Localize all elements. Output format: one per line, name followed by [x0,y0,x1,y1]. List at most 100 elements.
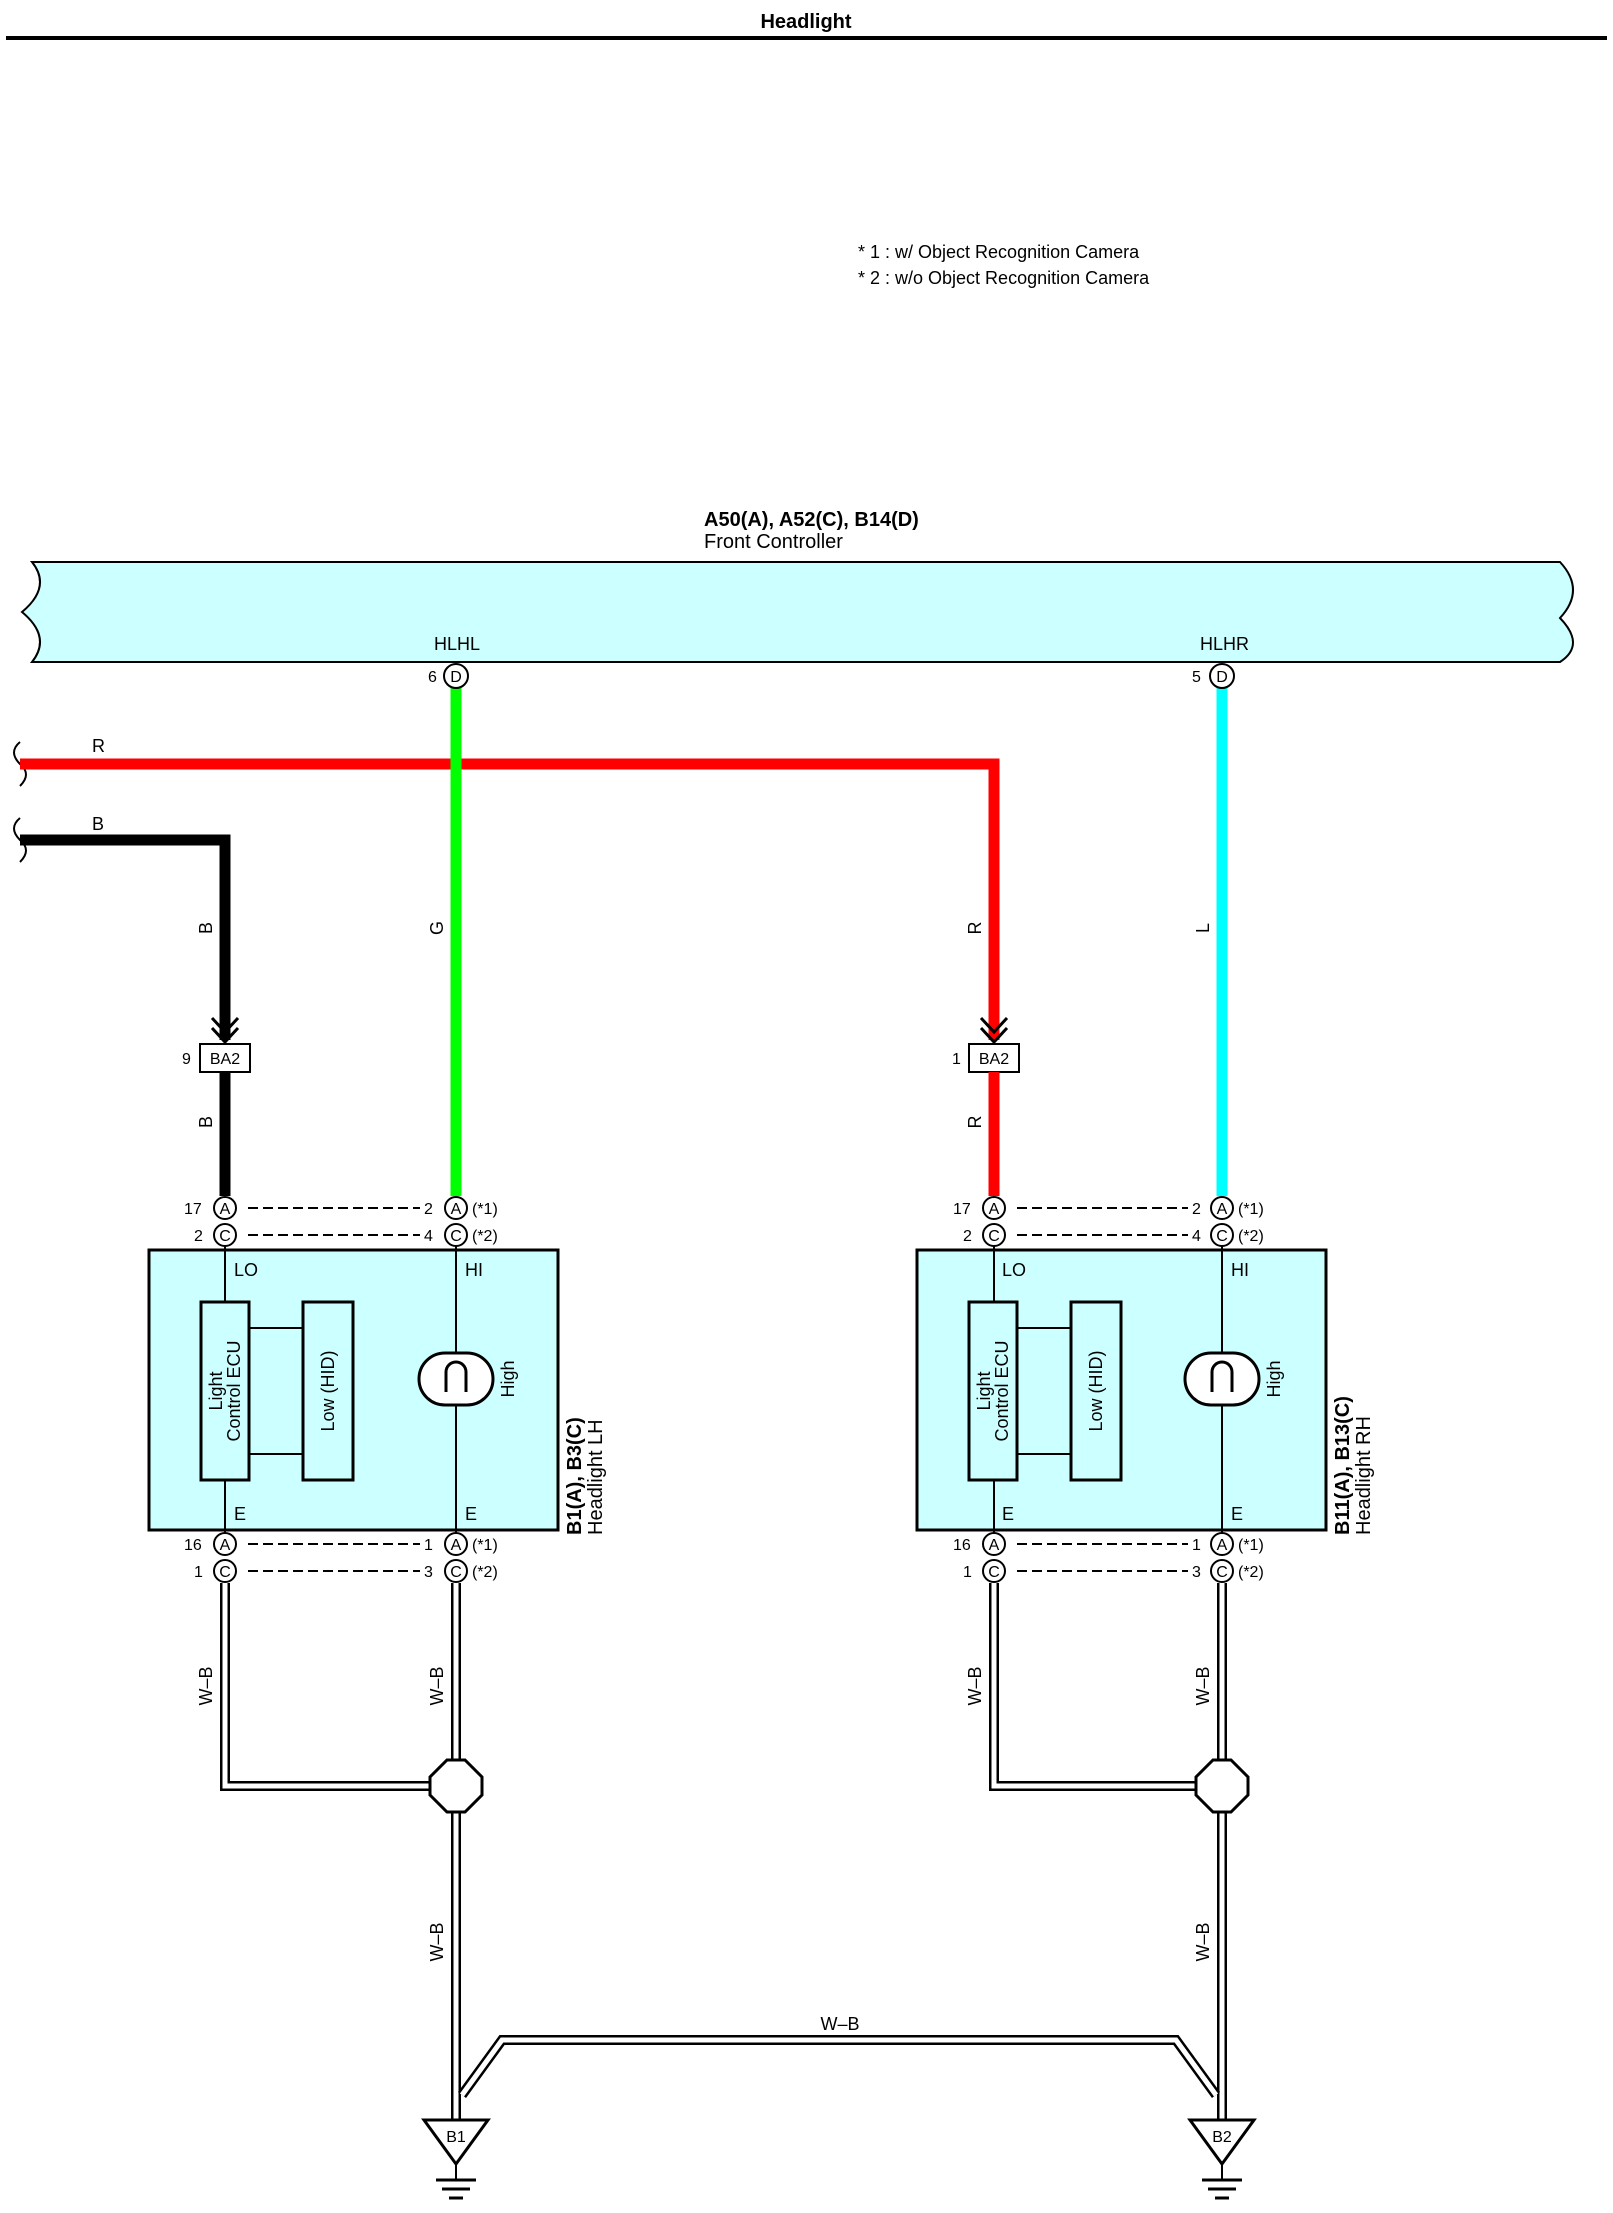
terminal-hlhr-label: HLHR [1200,634,1249,654]
wire-g-label: G [427,921,447,935]
pin-number: 5 [1192,669,1201,686]
conn-letter: C [1216,1564,1228,1581]
high-label: High [1264,1360,1284,1397]
wire-r-label-upper: R [965,922,985,935]
ecu-label-2: Control ECU [992,1340,1012,1441]
lo-label: LO [1002,1260,1026,1280]
pin-number: 4 [424,1228,433,1245]
conn-letter: C [988,1564,1000,1581]
controller-pin-5: D 5 [1192,663,1235,689]
filament-icon [1210,1360,1234,1392]
wire-r-top-label: R [92,736,105,756]
pin-note: (*2) [1238,1228,1264,1245]
note-1: * 1 : w/ Object Recognition Camera [858,242,1140,262]
junction-ba2-right: BA2 1 [952,1016,1020,1073]
headlight-lh-codes: B1(A), B3(C) [564,1417,586,1535]
headlight-rh-codes: B11(A), B13(C) [1332,1396,1354,1535]
low-hid-lamp [1069,1300,1123,1482]
pin-note: (*1) [472,1537,498,1554]
headlight-rh: A 17 2 A (*1) C 2 4 C (*2) LO HI E E Lig… [915,1196,1375,1583]
wire-l-label: L [1193,923,1213,933]
ground-label: B1 [446,2129,466,2146]
conn-letter: A [220,1201,231,1218]
conn-letter: A [1217,1537,1228,1554]
high-bulb [1183,1351,1261,1407]
hi-label: HI [465,1260,483,1280]
pin-number: 2 [1192,1201,1201,1218]
conn-letter: A [451,1537,462,1554]
pin-number: 1 [194,1564,203,1581]
e-label-right: E [1231,1504,1243,1524]
e-label-left: E [234,1504,246,1524]
splice-right [1194,1758,1250,1814]
page-title: Headlight [760,11,851,33]
pin-note: (*1) [1238,1201,1264,1218]
splice-left [428,1758,484,1814]
light-control-ecu [967,1300,1019,1482]
wire-b [20,834,231,1040]
filament-icon [444,1360,468,1392]
conn-letter: A [989,1537,1000,1554]
e-label-right: E [465,1504,477,1524]
ground-wires [220,1583,1227,2120]
ecu-label-2: Control ECU [224,1340,244,1441]
pin-note: (*2) [472,1228,498,1245]
controller-codes: A50(A), A52(C), B14(D) [704,509,919,531]
conn-letter: C [219,1228,231,1245]
junction-name: BA2 [210,1051,240,1068]
conn-letter: C [988,1228,1000,1245]
headlight-lh: A 17 2 A (*1) C 2 4 C (*2) LO HI E E Lig… [147,1196,607,1583]
pin-number: 1 [424,1537,433,1554]
conn-letter: A [451,1201,462,1218]
pin-number: 16 [953,1537,971,1554]
note-2: * 2 : w/o Object Recognition Camera [858,268,1150,288]
high-label: High [498,1360,518,1397]
controller-name: Front Controller [704,531,843,553]
wb-label: W–B [1193,1666,1213,1705]
pin-number: 4 [1192,1228,1201,1245]
ecu-label-1: Light [206,1371,226,1410]
pin-number: 3 [424,1564,433,1581]
conn-letter: C [1216,1228,1228,1245]
wire-b-label-lower: B [196,1116,216,1128]
pin-note: (*2) [1238,1564,1264,1581]
pin-number: 2 [424,1201,433,1218]
ground-label: B2 [1212,2129,1232,2146]
pin-number: 1 [963,1564,972,1581]
light-control-ecu [199,1300,251,1482]
conn-letter: C [450,1228,462,1245]
front-controller-box [20,561,1574,663]
low-hid-label: Low (HID) [318,1350,338,1431]
wb-label: W–B [965,1666,985,1705]
junction-pin: 9 [182,1051,191,1068]
wire-r-label-lower: R [965,1116,985,1129]
conn-letter: A [989,1201,1000,1218]
wire-r [20,758,1000,1040]
junction-ba2-left: BA2 9 [182,1016,251,1073]
ground-b2: B2 [1187,2118,1257,2200]
wb-label: W–B [820,2014,859,2034]
pin-note: (*2) [472,1564,498,1581]
low-hid-lamp [301,1300,355,1482]
ecu-label-1: Light [974,1371,994,1410]
pin-note: (*1) [1238,1537,1264,1554]
headlight-rh-name: Headlight RH [1353,1416,1375,1535]
conn-letter: A [220,1537,231,1554]
pin-number: 16 [184,1537,202,1554]
pin-number: 17 [184,1201,202,1218]
e-label-left: E [1002,1504,1014,1524]
pin-note: (*1) [472,1201,498,1218]
wire-b-top-label: B [92,814,104,834]
conn-letter: A [1217,1201,1228,1218]
pin-number: 2 [963,1228,972,1245]
terminal-hlhl-label: HLHL [434,634,480,654]
connector-letter: D [450,669,462,686]
wire-b-label-upper: B [196,922,216,934]
controller-pin-6: D 6 [428,663,469,689]
pin-number: 17 [953,1201,971,1218]
conn-letter: C [219,1564,231,1581]
wb-label: W–B [196,1666,216,1705]
junction-name: BA2 [979,1051,1009,1068]
junction-pin: 1 [952,1051,961,1068]
